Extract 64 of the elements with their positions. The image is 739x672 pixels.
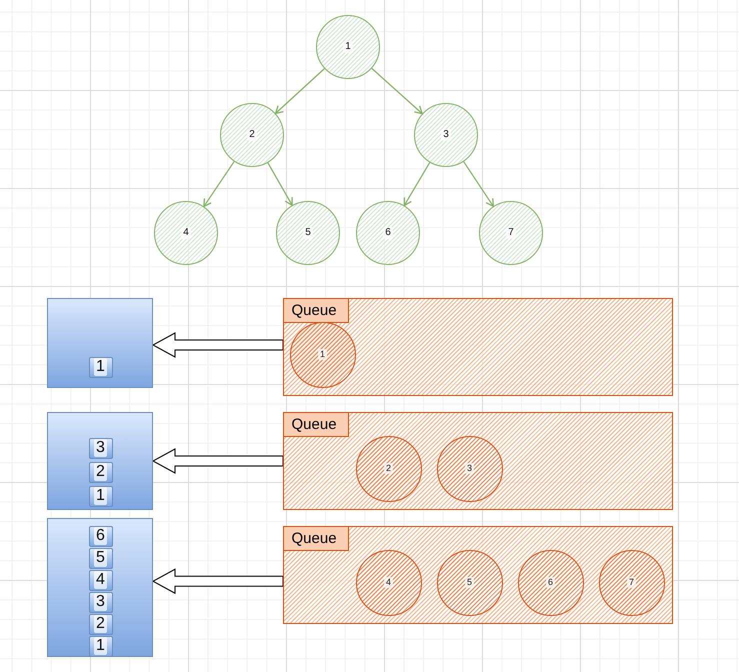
block-arrow [152,332,284,358]
node-label: 6 [94,527,107,545]
node-label: 7 [506,227,516,239]
node-label: 2 [94,615,107,633]
node-label: 3 [441,129,451,141]
stack-container [47,298,153,388]
queue-panel [283,526,673,624]
node-label: 6 [546,577,555,588]
node-label: 5 [464,577,474,588]
tree-node-circle [220,103,284,167]
block-arrow [152,448,284,474]
arrow [267,162,293,206]
stack-cell [88,614,112,634]
queue-heading: Queue [282,526,348,550]
queue-item-circle [436,550,502,616]
stack-cell [88,548,112,568]
node-label: 4 [94,571,107,589]
queue-heading: Queue [282,298,348,322]
tree-node-circle [356,201,420,265]
node-label: 1 [318,349,327,360]
stack-cell [88,636,112,656]
queue-panel [283,298,673,396]
queue-item-circle [436,436,502,502]
queue-item-circle [356,436,422,502]
node-label: 6 [383,227,393,239]
queue-panel [283,412,673,510]
stack-container [47,412,153,510]
stack-cell [88,570,112,590]
node-label: 2 [384,463,393,474]
node-label: 3 [464,463,474,474]
node-label: 1 [343,41,353,53]
node-label: 7 [626,577,636,588]
queue-heading: Queue [282,412,348,436]
stack-cell [88,526,112,546]
node-label: 3 [94,439,107,457]
block-arrow [152,568,284,594]
arrow [203,161,235,208]
node-label: 1 [94,637,107,655]
tree-node-circle [479,201,543,265]
node-label: 2 [247,129,257,141]
arrow [371,68,423,114]
node-label: 2 [94,463,107,481]
tree-node-circle [316,15,380,79]
stack-cell [88,356,112,378]
node-label: 1 [94,358,107,376]
queue-item-circle [290,322,356,388]
node-label: 3 [94,593,107,611]
queue-item-circle [356,550,422,616]
arrow [463,161,494,207]
stack-cell [88,462,112,482]
arrow [404,162,430,206]
stack-cell [88,486,112,506]
node-label: 5 [94,549,107,567]
stack-cell [88,438,112,458]
stack-cell [88,592,112,612]
arrow [274,68,325,114]
stack-container [47,518,153,657]
node-label: 5 [303,227,313,239]
node-label: 4 [181,227,191,239]
queue-item-circle [598,550,664,616]
queue-item-circle [518,550,584,616]
node-label: 4 [384,577,393,588]
tree-node-circle [414,103,478,167]
node-label: 1 [94,487,107,505]
